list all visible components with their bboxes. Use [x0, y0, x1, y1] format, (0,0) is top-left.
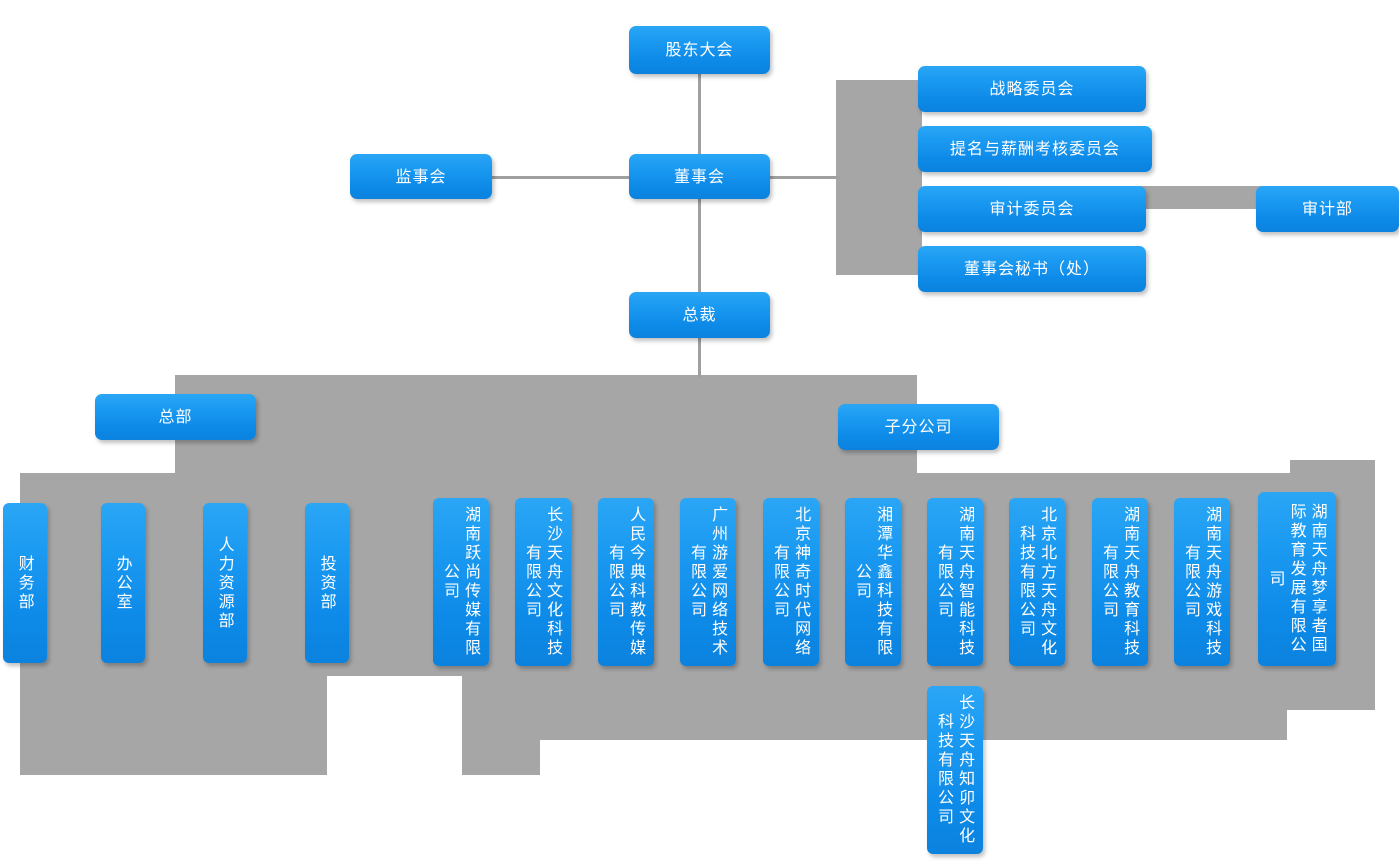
line-shareholders-to-board — [698, 74, 701, 156]
node-department-office[interactable]: 办公室 — [101, 503, 145, 663]
node-audit-department[interactable]: 审计部 — [1256, 186, 1399, 232]
node-subsidiaries[interactable]: 子分公司 — [838, 404, 999, 450]
divisions-plate — [175, 375, 917, 475]
node-subsidiary-changsha-tianzhou-culture[interactable]: 长沙天舟文化科技有限公司 — [515, 498, 571, 666]
node-committee-audit[interactable]: 审计委员会 — [918, 186, 1146, 232]
notch-cut — [327, 676, 462, 780]
node-subsidiary-hunan-tianzhou-mengxiangzhe[interactable]: 湖南天舟梦享者国际教育发展有限公司 — [1258, 492, 1336, 666]
node-subsidiary-renmin-jindian[interactable]: 人民今典科教传媒有限公司 — [598, 498, 654, 666]
node-subsidiary-yueshang-media[interactable]: 湖南跃尚传媒有限公司 — [433, 498, 489, 666]
line-board-to-president — [698, 199, 701, 292]
node-subsidiary-guangzhou-youai[interactable]: 广州游爱网络技术有限公司 — [680, 498, 736, 666]
line-president-to-divisions — [698, 338, 701, 378]
line-board-to-committees — [770, 176, 840, 179]
node-committee-nomination-remuneration[interactable]: 提名与薪酬考核委员会 — [918, 126, 1152, 172]
line-supervisors-to-board — [492, 176, 630, 179]
node-board-of-supervisors[interactable]: 监事会 — [350, 154, 492, 199]
committee-connector-plate — [836, 80, 922, 275]
node-subsidiary-changsha-tianzhou-zhimao[interactable]: 长沙天舟知卯文化科技有限公司 — [927, 686, 983, 854]
node-subsidiary-beijing-shenqi-shidai[interactable]: 北京神奇时代网络有限公司 — [763, 498, 819, 666]
node-department-investment[interactable]: 投资部 — [305, 503, 349, 663]
node-headquarters[interactable]: 总部 — [95, 394, 256, 440]
node-department-human-resources[interactable]: 人力资源部 — [203, 503, 247, 663]
audit-connector-plate — [1140, 186, 1270, 209]
node-subsidiary-xiangtan-huaxin[interactable]: 湘潭华鑫科技有限公司 — [845, 498, 901, 666]
node-subsidiary-hunan-tianzhou-intelligent[interactable]: 湖南天舟智能科技有限公司 — [927, 498, 983, 666]
node-board-of-directors[interactable]: 董事会 — [629, 154, 770, 199]
node-committee-strategy[interactable]: 战略委员会 — [918, 66, 1146, 112]
node-shareholders-meeting[interactable]: 股东大会 — [629, 26, 770, 74]
node-subsidiary-beijing-beifang-tianzhou[interactable]: 北京北方天舟文化科技有限公司 — [1009, 498, 1065, 666]
node-president[interactable]: 总裁 — [629, 292, 770, 338]
node-board-secretary-office[interactable]: 董事会秘书（处） — [918, 246, 1146, 292]
node-subsidiary-hunan-tianzhou-games[interactable]: 湖南天舟游戏科技有限公司 — [1174, 498, 1230, 666]
node-subsidiary-hunan-tianzhou-education[interactable]: 湖南天舟教育科技有限公司 — [1092, 498, 1148, 666]
node-department-finance[interactable]: 财务部 — [3, 503, 47, 663]
